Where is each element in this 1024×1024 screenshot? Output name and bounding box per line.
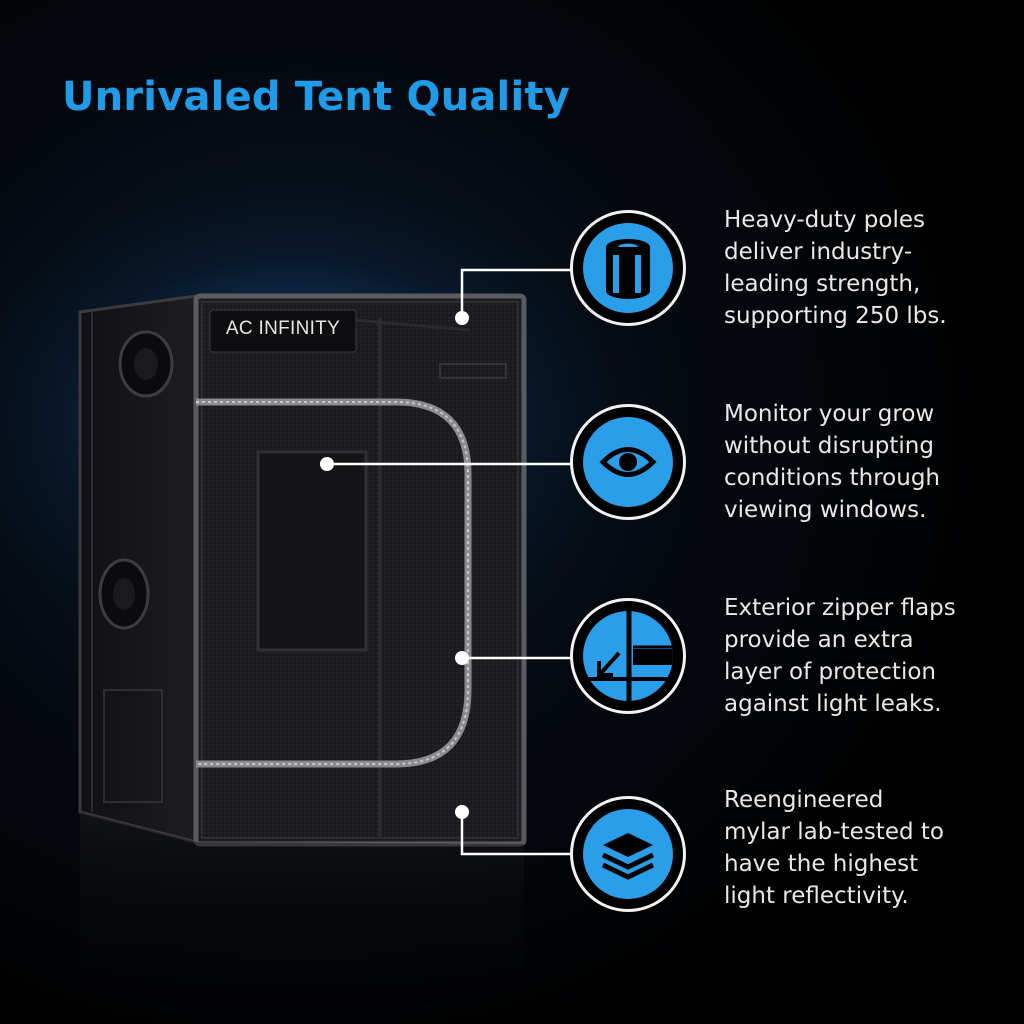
pole-feature-badge [570,210,686,326]
eye-icon [599,447,657,477]
side-vent-bottom [98,558,150,630]
feature-text-zipper: Exterior zipper flaps provide an extra l… [724,595,956,717]
feature-text-poles: Heavy-duty poles deliver industry- leadi… [724,207,947,329]
layers-icon [601,833,655,880]
window-feature-badge [570,404,686,520]
pole-icon [606,239,650,299]
side-vent-top [118,330,174,398]
feature-text-windows: Monitor your grow without disrupting con… [724,401,941,523]
zipper-flap-icon [583,611,673,701]
zipper-feature-badge [570,598,686,714]
page-title: Unrivaled Tent Quality [62,74,570,120]
mylar-feature-badge [570,796,686,912]
feature-text-mylar: Reengineered mylar lab-tested to have th… [724,787,944,909]
brand-label: AC INFINITY [225,318,341,339]
